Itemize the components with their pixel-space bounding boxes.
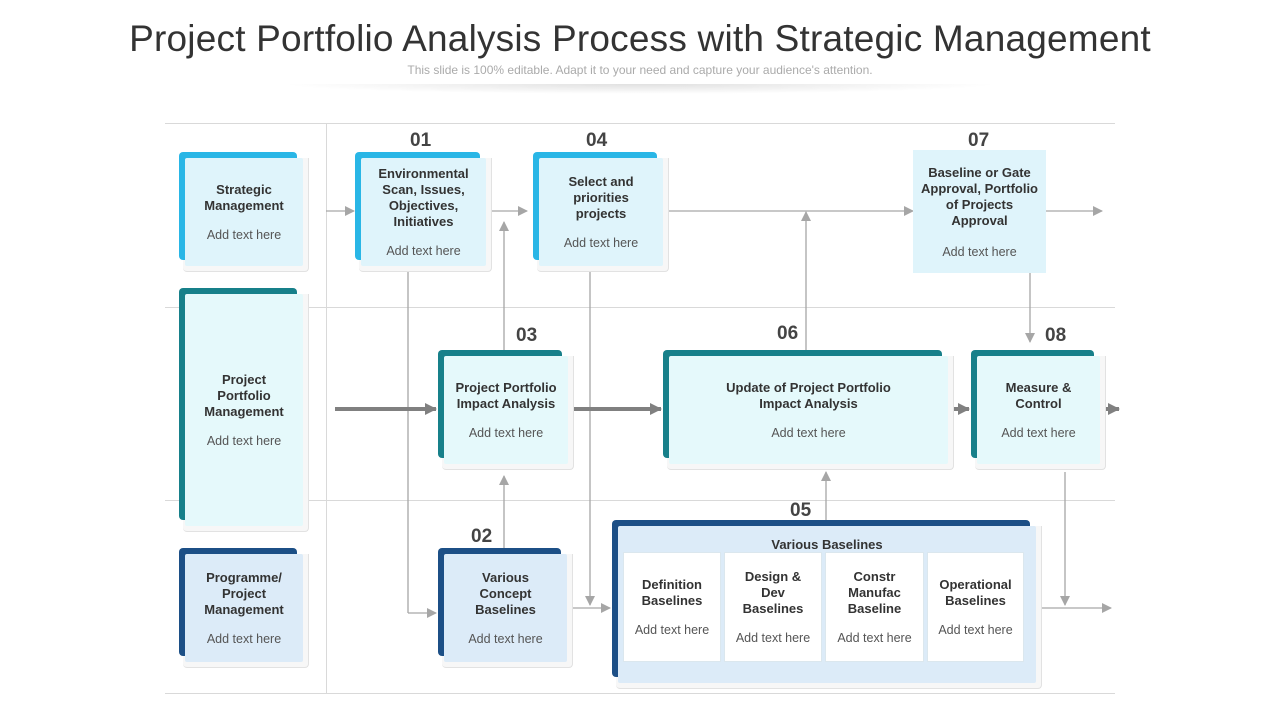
step-06-title: Update of Project Portfolio Impact Analy… [726,380,891,411]
step-06-number: 06 [777,323,799,344]
baseline-definition-title: Definition Baselines [641,577,703,608]
step-07-number: 07 [968,130,990,151]
project-portfolio-management-text: Add text here [206,434,282,448]
step-08-number: 08 [1045,325,1067,346]
strategic-management-title: Strategic Management [204,182,284,213]
step-03-box: Project Portfolio Impact Analysis Add te… [438,350,574,470]
step-01-box: Environmental Scan, Issues, Objectives, … [355,152,492,272]
project-portfolio-management-title: Project Portfolio Management [204,372,284,419]
step-03-number: 03 [516,325,538,346]
baseline-design-dev-text: Add text here [735,631,811,645]
step-04-box: Select and priorities projects Add text … [533,152,669,272]
baseline-constr-manufac-text: Add text here [837,631,912,645]
programme-management-box: Programme/ Project Management Add text h… [179,548,309,668]
step-06-box: Update of Project Portfolio Impact Analy… [663,350,954,470]
step-01-number: 01 [410,130,432,151]
page-title: Project Portfolio Analysis Process with … [129,18,1151,59]
step-05-title: Various Baselines [771,537,883,552]
baseline-operational-text: Add text here [938,623,1013,637]
page-subtitle: This slide is 100% editable. Adapt it to… [407,63,873,77]
step-03-title: Project Portfolio Impact Analysis [455,380,557,411]
step-08-text: Add text here [1001,426,1076,440]
step-01-title: Environmental Scan, Issues, Objectives, … [378,166,469,229]
step-02-number: 02 [471,526,493,547]
strategic-management-text: Add text here [206,228,282,242]
step-04-title: Select and priorities projects [568,174,634,221]
step-08-title: Measure & Control [1005,380,1072,411]
step-07-text: Add text here [942,244,1017,259]
title-shadow [280,84,1000,94]
step-04-number: 04 [586,130,608,151]
step-02-box: Various Concept Baselines Add text here [438,548,573,668]
step-06-text: Add text here [771,426,846,440]
baseline-constr-manufac: Constr Manufac Baseline Add text here [825,552,924,662]
step-01-text: Add text here [386,244,461,258]
thin-arrows [326,206,1112,618]
baseline-operational-title: Operational Baselines [939,577,1012,608]
step-07-title: Baseline or Gate Approval, Portfolio of … [921,164,1038,228]
project-portfolio-management-box: Project Portfolio Management Add text he… [179,288,309,532]
strategic-management-box: Strategic Management Add text here [179,152,309,272]
step-07-box: Baseline or Gate Approval, Portfolio of … [913,150,1046,273]
programme-management-text: Add text here [206,632,282,646]
baseline-definition: Definition Baselines Add text here [623,552,721,662]
baseline-design-dev: Design & Dev Baselines Add text here [724,552,822,662]
step-05-number: 05 [790,500,812,521]
baseline-constr-manufac-title: Constr Manufac Baseline [847,569,902,616]
step-02-title: Various Concept Baselines [475,570,536,617]
baseline-definition-text: Add text here [634,623,710,637]
step-03-text: Add text here [468,426,544,440]
grid-lines [165,123,1115,694]
step-02-text: Add text here [468,632,543,646]
baseline-operational: Operational Baselines Add text here [927,552,1024,662]
step-04-text: Add text here [563,236,639,250]
programme-management-title: Programme/ Project Management [204,570,284,617]
step-08-box: Measure & Control Add text here [971,350,1106,470]
baseline-design-dev-title: Design & Dev Baselines [742,569,804,616]
